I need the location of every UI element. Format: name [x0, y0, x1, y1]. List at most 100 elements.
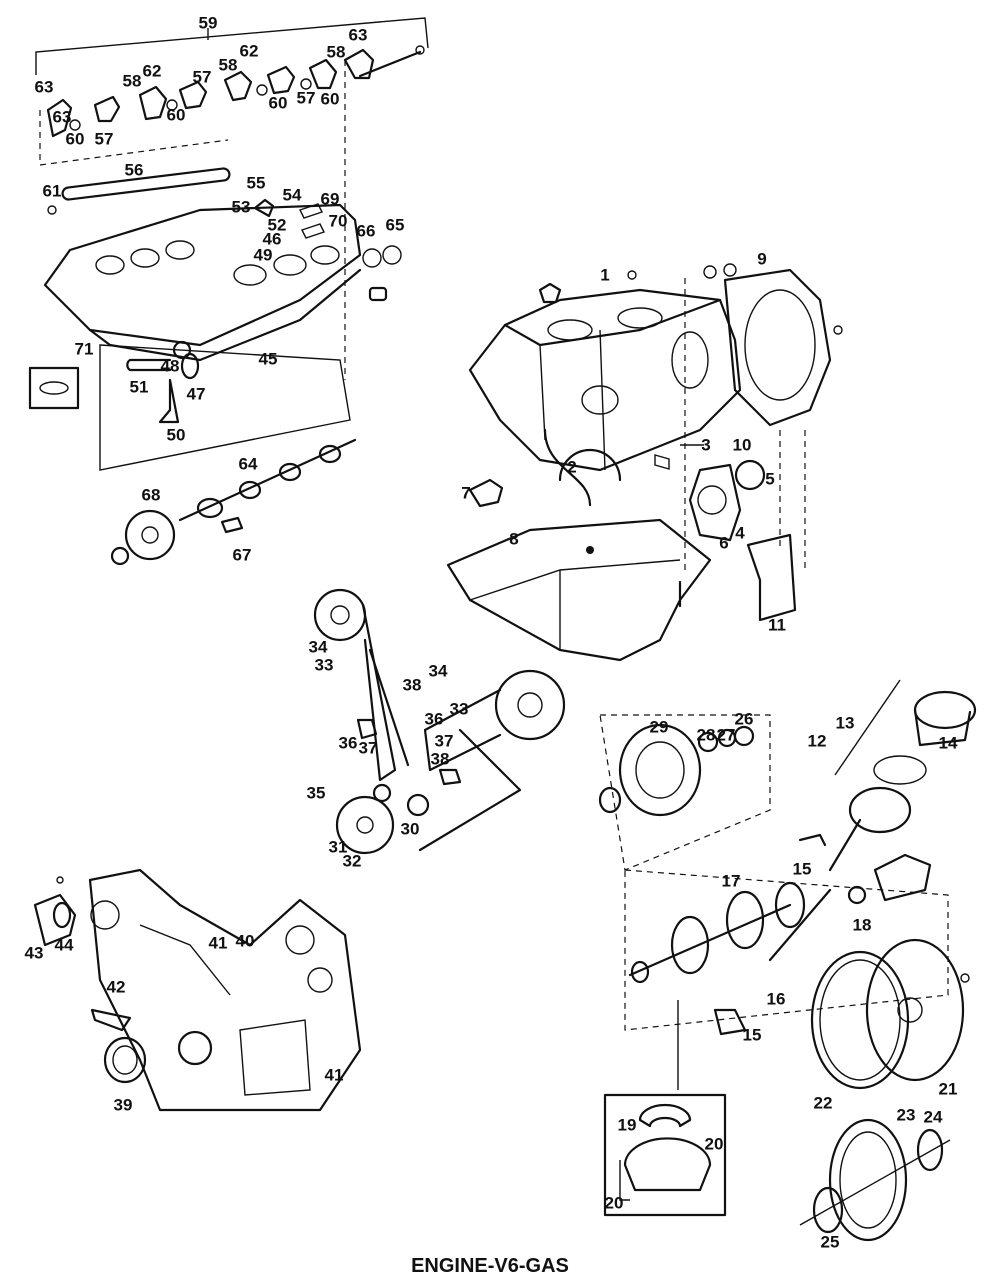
- callout-58: 58: [327, 42, 346, 61]
- callout-2: 2: [567, 457, 576, 476]
- rocker-arm-assembly: [35, 17, 429, 166]
- callout-57: 57: [95, 129, 114, 148]
- callout-68: 68: [142, 485, 161, 504]
- callout-16: 16: [767, 989, 786, 1008]
- callout-48: 48: [161, 356, 180, 375]
- callout-41: 41: [325, 1065, 344, 1084]
- callout-63-left: 63: [53, 107, 72, 126]
- callout-60: 60: [321, 89, 340, 108]
- callout-11: 11: [768, 615, 786, 634]
- callout-70: 70: [329, 211, 348, 230]
- callout-35: 35: [307, 783, 326, 802]
- crank-pulley-group: [598, 714, 771, 871]
- callout-57: 57: [297, 88, 316, 107]
- callout-60: 60: [167, 105, 186, 124]
- crankshaft: [624, 869, 949, 1090]
- callout-33: 33: [315, 655, 334, 674]
- callout-53: 53: [232, 197, 251, 216]
- valve-group: [28, 340, 351, 471]
- callout-4: 4: [735, 523, 745, 542]
- callout-36: 36: [425, 709, 444, 728]
- callout-36: 36: [339, 733, 358, 752]
- callout-24: 24: [924, 1107, 943, 1126]
- callout-40: 40: [236, 931, 255, 950]
- callout-49: 49: [254, 245, 273, 264]
- callout-42: 42: [107, 977, 126, 996]
- callout-6: 6: [719, 533, 728, 552]
- cylinder-head: [43, 60, 402, 380]
- callout-34: 34: [429, 661, 448, 680]
- callout-19: 19: [618, 1115, 637, 1134]
- callout-45: 45: [259, 349, 278, 368]
- callout-55: 55: [247, 173, 266, 192]
- engine-block: [468, 270, 742, 507]
- callout-13: 13: [836, 713, 855, 732]
- callout-28: 28: [697, 725, 716, 744]
- rear-seal-group: [468, 459, 766, 542]
- callout-58: 58: [219, 55, 238, 74]
- callout-61: 61: [43, 181, 62, 200]
- callout-14: 14: [939, 733, 958, 752]
- callout-17: 17: [722, 871, 741, 890]
- timing-cover: [33, 868, 362, 1112]
- rocker-shaft: [47, 167, 231, 215]
- oil-pan: [446, 518, 797, 662]
- callout-22: 22: [814, 1093, 833, 1112]
- callout-3: 3: [701, 435, 710, 454]
- callout-63: 63: [349, 25, 368, 44]
- timing-chain-group: [313, 588, 566, 855]
- callout-15: 15: [793, 859, 812, 878]
- callout-25: 25: [821, 1232, 840, 1251]
- callout-46: 46: [263, 229, 282, 248]
- callout-18: 18: [853, 915, 872, 934]
- bell-housing: [684, 263, 843, 570]
- callout-32: 32: [343, 851, 362, 870]
- callout-47: 47: [187, 384, 206, 403]
- callout-39: 39: [114, 1095, 133, 1114]
- callout-69: 69: [321, 189, 340, 208]
- callout-33: 33: [450, 699, 469, 718]
- callout-62: 62: [143, 61, 162, 80]
- callout-8: 8: [509, 529, 518, 548]
- callout-50: 50: [167, 425, 186, 444]
- callout-58: 58: [123, 71, 142, 90]
- callout-51: 51: [130, 377, 149, 396]
- callout-27: 27: [717, 725, 736, 744]
- callout-60: 60: [66, 129, 85, 148]
- callout-52: 52: [268, 215, 287, 234]
- camshaft: [110, 438, 357, 566]
- callout-62: 62: [240, 41, 259, 60]
- callout-37: 37: [435, 731, 454, 750]
- callout-37: 37: [359, 738, 378, 757]
- callout-12: 12: [808, 731, 827, 750]
- callout-38: 38: [431, 749, 450, 768]
- callout-20: 20: [605, 1193, 624, 1212]
- callout-21: 21: [939, 1079, 958, 1098]
- callout-59: 59: [199, 13, 218, 32]
- callout-31: 31: [329, 837, 348, 856]
- diagram-caption: ENGINE-V6-GAS: [411, 1255, 569, 1277]
- callout-66: 66: [357, 221, 376, 240]
- callout-labels: 59 63 58 62 58 62 58 63 57 60 60 57 60 5…: [25, 13, 958, 1251]
- callout-15: 15: [743, 1025, 762, 1044]
- callout-38: 38: [403, 675, 422, 694]
- callout-9: 9: [757, 249, 766, 268]
- callout-10: 10: [733, 435, 752, 454]
- bearings-box: [603, 1093, 727, 1217]
- callout-65: 65: [386, 215, 405, 234]
- callout-20: 20: [705, 1134, 724, 1153]
- flywheel-group: [799, 938, 970, 1242]
- callout-1: 1: [600, 265, 609, 284]
- callout-41: 41: [209, 933, 228, 952]
- callout-57: 57: [193, 67, 212, 86]
- callout-29: 29: [650, 717, 669, 736]
- callout-44: 44: [55, 935, 74, 954]
- callout-56: 56: [125, 160, 144, 179]
- callout-63: 63: [35, 77, 54, 96]
- callout-43: 43: [25, 943, 44, 962]
- callout-30: 30: [401, 819, 420, 838]
- callout-60: 60: [269, 93, 288, 112]
- callout-64: 64: [239, 454, 258, 473]
- callout-7: 7: [461, 483, 470, 502]
- callout-34: 34: [309, 637, 328, 656]
